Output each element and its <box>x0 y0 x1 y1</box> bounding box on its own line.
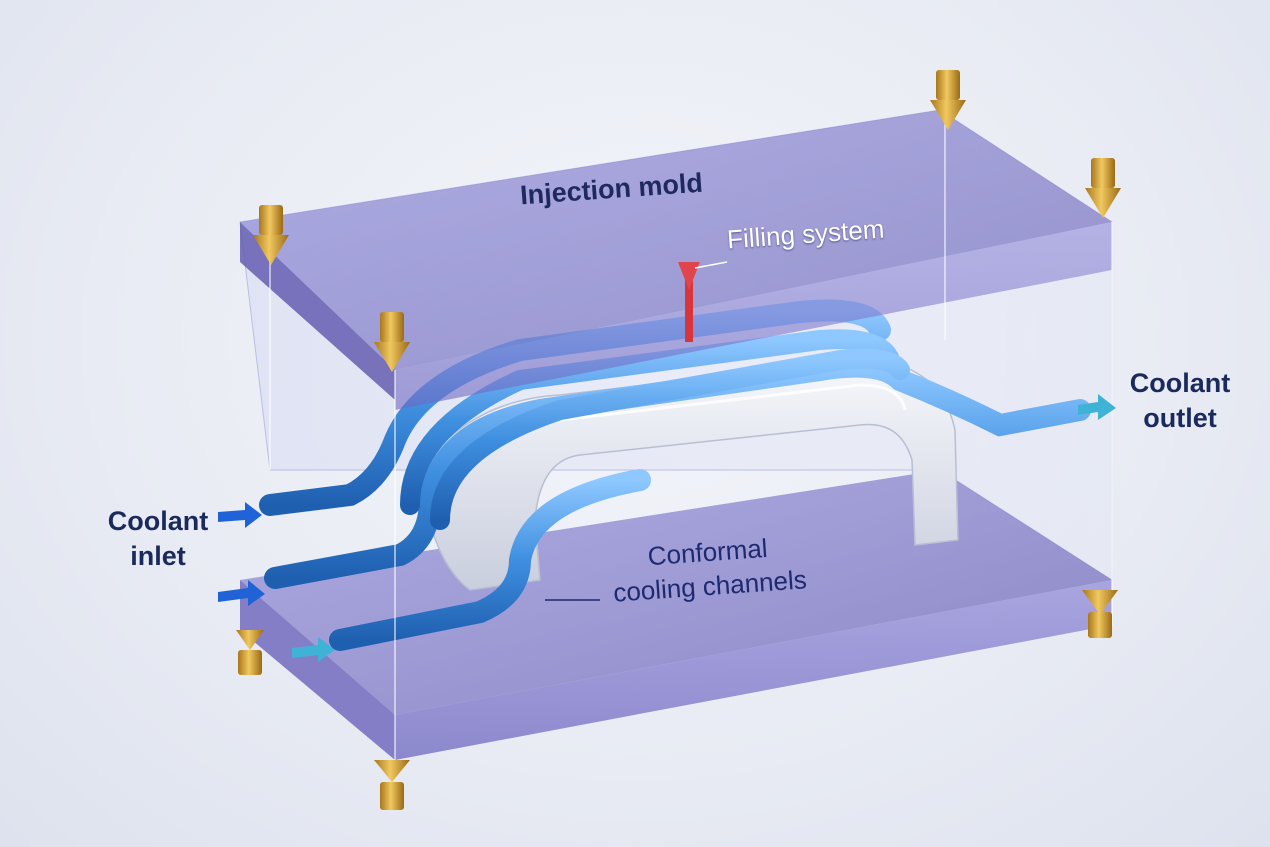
filling-gate <box>678 261 728 342</box>
guide-pin-bottom-left <box>236 630 264 675</box>
outlet-arrow <box>1078 394 1116 420</box>
bottom-plate <box>240 470 1112 760</box>
guide-pin-top-right <box>1085 158 1121 218</box>
mold-edges <box>269 115 1113 760</box>
coolant-outlet-label: Coolant outlet <box>1129 368 1231 434</box>
conformal-cooling-label: Conformal cooling channels <box>612 532 808 608</box>
inlet-arrow-2 <box>218 580 265 606</box>
cooling-channel-4 <box>430 348 910 530</box>
coolant-inlet-label: Coolant inlet <box>107 506 209 572</box>
guide-pin-top-left <box>253 205 289 265</box>
guide-pin-bottom-front <box>374 760 410 810</box>
guide-pin-top-back <box>930 70 966 130</box>
guide-pin-top-front <box>374 312 410 372</box>
inlet-arrow-1 <box>218 502 262 528</box>
top-plate <box>240 110 1112 410</box>
inlet-arrow-3 <box>292 637 335 662</box>
inlet-arrows <box>218 502 335 662</box>
guide-pins <box>236 70 1121 810</box>
guide-pin-bottom-right <box>1082 590 1118 638</box>
cooling-channel-5 <box>329 469 651 651</box>
